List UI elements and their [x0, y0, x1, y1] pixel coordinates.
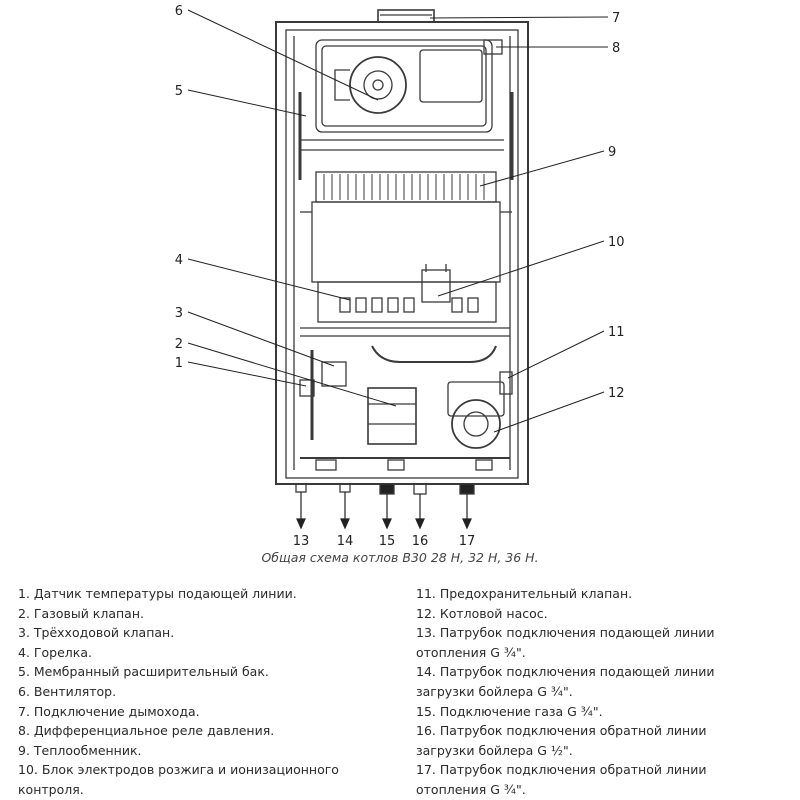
- boiler-pump: [451, 399, 501, 449]
- legend-item: отопления G ¾".: [416, 644, 526, 660]
- legend-item: 15. Подключение газа G ¾".: [416, 703, 603, 719]
- callout-5: 5: [175, 84, 183, 99]
- legend-left-column: 1. Датчик температуры подающей линии. 2.…: [18, 584, 388, 800]
- callout-17: 17: [459, 534, 476, 549]
- callout-11: 11: [608, 325, 625, 340]
- leader-lines: [187, 9, 609, 433]
- callout-2: 2: [175, 337, 183, 352]
- legend-item: 16. Патрубок подключения обратной линии: [416, 723, 707, 739]
- callout-10: 10: [608, 235, 625, 250]
- legend-item: контроля.: [18, 781, 84, 797]
- legend-item: 10. Блок электродов розжига и ионизацион…: [18, 762, 339, 778]
- callout-15: 15: [379, 534, 396, 549]
- heat-exchanger-fins: [323, 174, 485, 200]
- flue-outlet: [377, 9, 435, 23]
- connection-stub-14: [339, 483, 351, 493]
- burner: [317, 281, 497, 323]
- legend-item: загрузки бойлера G ½".: [416, 742, 573, 758]
- legend-item: 11. Предохранительный клапан.: [416, 586, 633, 601]
- gas-valve: [367, 387, 417, 445]
- legend-item: 6. Вентилятор.: [18, 683, 117, 699]
- callout-16: 16: [412, 534, 429, 549]
- legend-item: отопления G ¾".: [416, 781, 526, 797]
- legend-item: 3. Трёхходовой клапан.: [18, 625, 175, 641]
- legend-item: 13. Патрубок подключения подающей линии: [416, 625, 715, 641]
- callout-6: 6: [175, 4, 183, 19]
- flow-temperature-sensor: [299, 379, 315, 397]
- diagram-caption: Общая схема котлов B30 28 H, 32 H, 36 H.: [261, 550, 539, 565]
- legend-item: 8. Дифференциальное реле давления.: [18, 723, 275, 739]
- three-way-valve: [321, 361, 347, 387]
- callout-1: 1: [175, 356, 183, 371]
- ignition-electrodes: [421, 269, 451, 303]
- callout-9: 9: [608, 145, 616, 160]
- burner-ramps: [339, 297, 479, 313]
- legend-item: 7. Подключение дымохода.: [18, 703, 200, 719]
- connection-stub-13: [295, 483, 307, 493]
- callout-7: 7: [612, 11, 620, 26]
- legend-item: 14. Патрубок подключения подающей линии: [416, 664, 715, 680]
- fan-hood: [315, 39, 493, 133]
- connection-stub-15: [379, 483, 395, 495]
- callout-4: 4: [175, 253, 183, 268]
- legend-item: 4. Горелка.: [18, 644, 92, 660]
- callout-8: 8: [612, 41, 620, 56]
- connection-stub-17: [459, 483, 475, 495]
- combustion-chamber: [311, 201, 501, 283]
- legend-item: 9. Теплообменник.: [18, 742, 142, 758]
- fan: [349, 56, 407, 114]
- connection-stub-16: [413, 483, 427, 495]
- legend-item: 5. Мембранный расширительный бак.: [18, 664, 269, 680]
- callout-12: 12: [608, 386, 625, 401]
- callout-13: 13: [293, 534, 310, 549]
- legend-item: загрузки бойлера G ¾".: [416, 683, 573, 699]
- legend-item: 2. Газовый клапан.: [18, 605, 144, 621]
- legend-item: 12. Котловой насос.: [416, 605, 548, 621]
- callout-14: 14: [337, 534, 354, 549]
- legend-item: 17. Патрубок подключения обратной линии: [416, 762, 707, 778]
- safety-valve: [499, 371, 513, 395]
- legend-right-column: 11. Предохранительный клапан. 12. Котлов…: [416, 584, 788, 800]
- boiler-inner-frame: [285, 29, 519, 479]
- legend-item: 1. Датчик температуры подающей линии.: [18, 586, 297, 601]
- bottom-arrows: [296, 492, 472, 530]
- boiler-casing: [275, 21, 529, 485]
- heat-exchanger: [315, 171, 497, 203]
- callout-3: 3: [175, 306, 183, 321]
